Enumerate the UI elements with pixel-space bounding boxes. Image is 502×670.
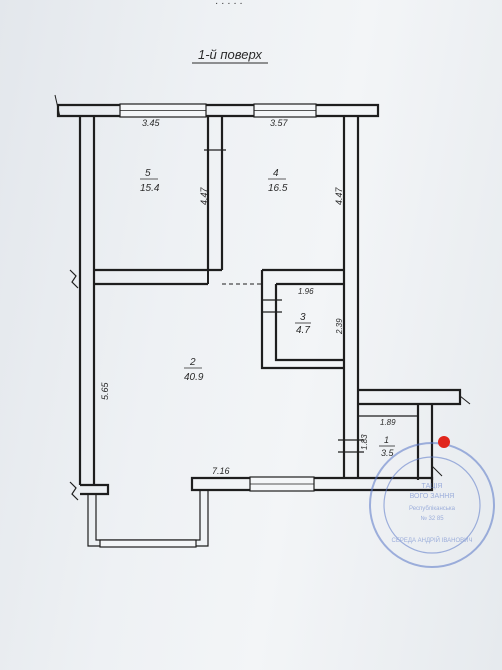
dim-room5-width: 3.45 xyxy=(142,118,161,128)
room-4-label: 4 16.5 xyxy=(268,168,288,194)
stamp-text: Республіканська xyxy=(409,506,456,512)
header-fragment: · · · · · xyxy=(215,0,243,9)
room-number: 2 xyxy=(189,357,196,368)
room-area: 4.7 xyxy=(296,325,310,336)
dim-room3-height: 2.39 xyxy=(335,318,344,335)
room-1-label: 1 3.5 xyxy=(379,435,395,458)
window-balcony xyxy=(99,539,197,548)
dim-room4-width: 3.57 xyxy=(270,118,289,128)
room-5-label: 5 15.4 xyxy=(140,168,160,194)
stamp-text: ВОГО ЗАННЯ xyxy=(410,493,455,500)
room-2-label: 2 40.9 xyxy=(184,357,204,383)
stamp-text: СЕРЕДА АНДРІЙ ІВАНОВИЧ xyxy=(392,536,473,544)
stamp-text: ТАЦІЯ xyxy=(422,483,443,490)
dim-room2-width: 7.16 xyxy=(212,466,230,476)
dim-room1-width: 1.89 xyxy=(380,418,396,427)
room-area: 16.5 xyxy=(268,183,288,194)
floor-title: 1-й поверх xyxy=(198,47,262,62)
interior-walls xyxy=(94,116,418,478)
dim-room4-height: 4.47 xyxy=(334,186,344,205)
dim-room5-height: 4.47 xyxy=(199,186,209,205)
outer-walls xyxy=(54,94,471,548)
room-number: 3 xyxy=(300,312,306,323)
stamp-text: № 32 85 xyxy=(420,515,444,522)
room-3-label: 3 4.7 xyxy=(295,312,311,336)
dim-room1-height: 1.83 xyxy=(360,434,369,450)
dimension-labels: 3.45 3.57 4.47 4.47 1.96 2.39 5.65 7.16 … xyxy=(100,118,396,476)
red-marker-dot xyxy=(438,436,450,448)
dim-room3-width: 1.96 xyxy=(298,287,314,296)
room-area: 40.9 xyxy=(184,372,204,383)
room-number: 4 xyxy=(273,168,279,179)
dim-room2-height: 5.65 xyxy=(100,381,110,400)
official-stamp: ТАЦІЯ ВОГО ЗАННЯ Республіканська № 32 85… xyxy=(369,442,495,568)
room-area: 15.4 xyxy=(140,183,160,194)
room-area: 3.5 xyxy=(381,448,395,458)
room-number: 1 xyxy=(384,435,389,445)
room-number: 5 xyxy=(145,168,151,179)
